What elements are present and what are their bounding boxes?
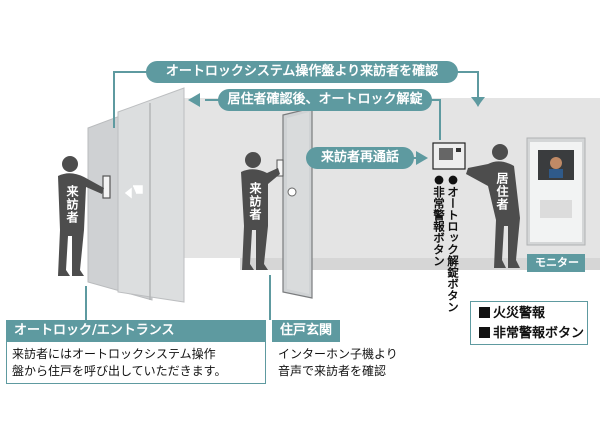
visitor-entrance-figure: [58, 156, 104, 276]
legend-item-fire-text: 火災警報: [493, 306, 546, 321]
visitor-door-figure: [241, 152, 280, 270]
intercom-screen: [439, 148, 453, 160]
door-intercom-unit: [276, 159, 284, 177]
entrance-desc-1: 来訪者にはオートロックシステム操作: [12, 347, 216, 361]
legend-bullet-icon: [479, 307, 490, 318]
entrance-panel: [102, 175, 111, 199]
visitor-entrance-label: 来訪者: [65, 185, 79, 224]
door-title: 住戸玄関: [272, 320, 341, 342]
legend-item-emergency: 非常警報ボタン: [479, 324, 587, 344]
entrance-door-right: [117, 87, 185, 303]
monitor-label: モニター: [527, 254, 585, 272]
arrow-middle-head: [188, 93, 200, 107]
arrow-top-head: [471, 97, 485, 106]
door-desc-1: インターホン子機より: [278, 347, 398, 361]
resident-figure: [466, 144, 520, 268]
arrow-bottom-label: 来訪者再通話: [306, 147, 414, 169]
enter-arrow-icon: [124, 185, 143, 199]
resident-label: 居住者: [495, 172, 509, 211]
intercom-button: [456, 148, 461, 152]
monitor-person: [549, 169, 563, 178]
monitor-keypad: [540, 200, 572, 218]
unlock-button-label: ●オートロック解錠ボタン: [446, 172, 460, 313]
residence-door-panel: [287, 112, 309, 294]
door-knob: [287, 187, 297, 197]
monitor-face: [550, 157, 562, 169]
arrow-top-label: オートロックシステム操作盤より来訪者を確認: [146, 61, 458, 83]
visitor-door-label: 来訪者: [248, 182, 262, 221]
entrance-title: オートロック/エントランス: [6, 320, 266, 342]
legend-box: 火災警報 非常警報ボタン: [470, 301, 588, 345]
entrance-desc-2: 盤から住戸を呼び出していただきます。: [12, 364, 227, 378]
door-desc-2: 音声で来訪者を確認: [278, 364, 387, 378]
legend-item-emergency-text: 非常警報ボタン: [493, 326, 585, 341]
arrow-middle-label: 居住者確認後、オートロック解錠: [218, 89, 432, 111]
legend-bullet-icon: [479, 327, 490, 338]
legend-item-fire: 火災警報: [479, 304, 587, 324]
emergency-button-label: ●非常警報ボタン: [432, 172, 446, 267]
arrow-bottom-head: [416, 151, 428, 165]
